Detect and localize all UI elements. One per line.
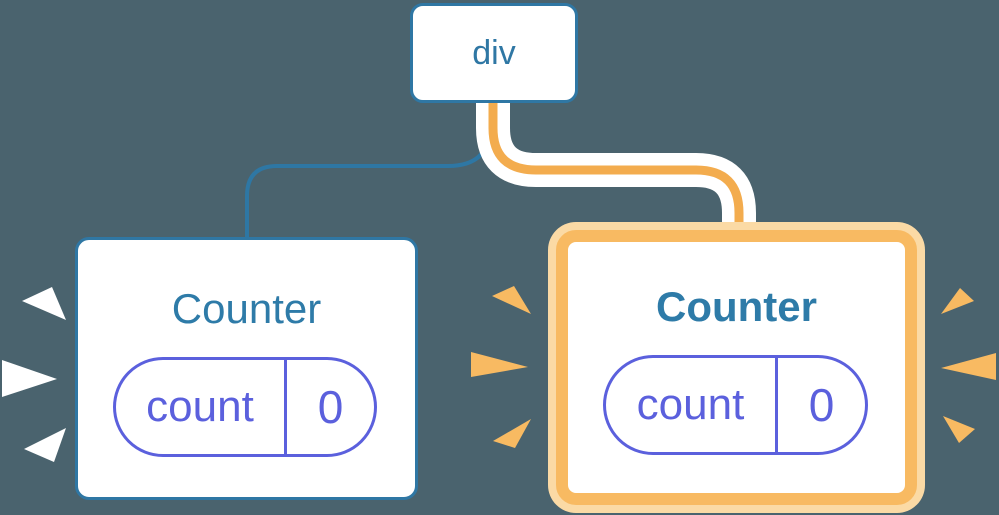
sparkle-wedge-icon bbox=[471, 352, 528, 377]
sparkle-wedge-icon bbox=[22, 287, 66, 320]
sparkle-wedge-icon bbox=[492, 286, 531, 314]
sparkle-wedge-icon bbox=[941, 353, 996, 380]
edge-root-to-right-counter bbox=[488, 100, 744, 238]
sparkle-wedge-icon bbox=[2, 360, 57, 397]
counter-right-state-pill: count 0 bbox=[603, 355, 868, 455]
state-key: count bbox=[116, 360, 287, 454]
tree-node-div-label: div bbox=[472, 33, 516, 72]
tree-node-counter-left: Counter count 0 bbox=[75, 237, 418, 500]
tree-node-div: div bbox=[410, 3, 578, 103]
counter-left-title: Counter bbox=[171, 285, 322, 332]
sparkle-wedge-icon bbox=[493, 419, 531, 448]
sparkle-wedge-icon bbox=[943, 416, 975, 443]
sparkle-wedge-icon bbox=[941, 288, 974, 314]
state-key: count bbox=[606, 358, 778, 452]
counter-left-state-pill: count 0 bbox=[113, 357, 377, 457]
edge-root-to-left-counter bbox=[245, 103, 492, 240]
sparkle-burst-right-inner-icon bbox=[471, 286, 531, 448]
sparkle-burst-left-icon bbox=[2, 287, 66, 462]
sparkle-burst-right-outer-icon bbox=[941, 288, 996, 443]
sparkle-wedge-icon bbox=[24, 428, 66, 462]
state-value: 0 bbox=[317, 381, 344, 433]
state-value: 0 bbox=[808, 379, 835, 431]
counter-right-title: Counter bbox=[656, 283, 817, 330]
tree-node-counter-right-highlighted: Counter count 0 bbox=[556, 230, 917, 505]
